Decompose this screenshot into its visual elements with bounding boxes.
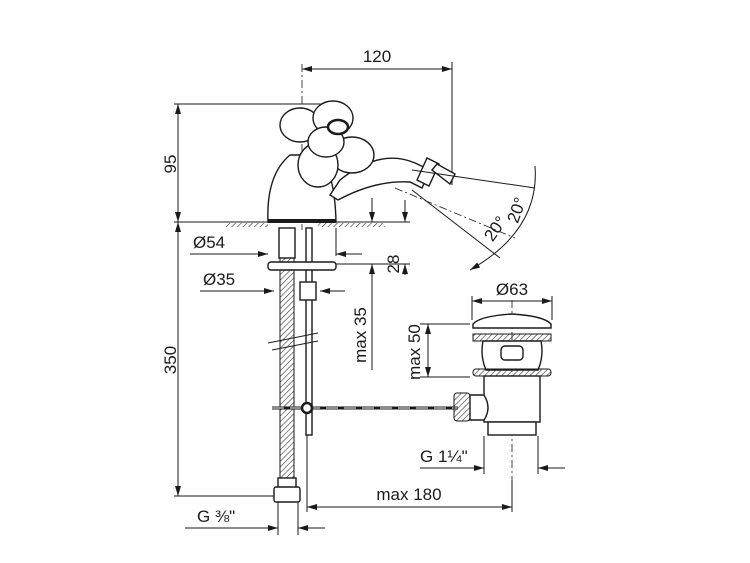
dim-o54: Ø54 xyxy=(190,228,362,257)
dim-95: 95 xyxy=(161,103,330,222)
pop-up-waste xyxy=(453,313,552,436)
dim-350: 350 xyxy=(161,222,280,497)
dim-max50-label: max 50 xyxy=(405,324,424,380)
break-line-2 xyxy=(271,340,319,351)
dim-o63: Ø63 xyxy=(471,280,553,320)
dim-o63-label: Ø63 xyxy=(496,280,528,299)
dim-max180: max 180 xyxy=(306,435,513,512)
dim-g114-label: G 1¼" xyxy=(420,447,468,466)
dim-o35: Ø35 xyxy=(200,270,345,294)
deck-hatch-left xyxy=(225,223,268,227)
deck-hatch-right xyxy=(318,223,385,227)
body-base xyxy=(268,219,336,223)
pipe-nut xyxy=(299,281,317,301)
dim-o54-label: Ø54 xyxy=(193,233,225,252)
fixing-plate xyxy=(267,261,337,271)
dim-120-label: 120 xyxy=(363,47,391,66)
spray-axis xyxy=(394,187,516,239)
dim-max50: max 50 xyxy=(405,323,470,380)
nozzle-tip xyxy=(430,163,456,186)
dim-max180-label: max 180 xyxy=(376,485,441,504)
hose-fitting-top xyxy=(278,227,296,259)
supply-pipe xyxy=(305,227,313,436)
rod-clamp xyxy=(300,401,314,415)
cross-handle xyxy=(279,100,375,188)
dim-g114: G 1¼" xyxy=(420,436,565,474)
dim-g38-label: G ⅜" xyxy=(197,507,235,526)
hose-nut xyxy=(273,486,301,503)
dim-max35: max 35 xyxy=(351,198,375,370)
dim-g38: G ⅜" xyxy=(185,502,325,535)
dim-350-label: 350 xyxy=(161,346,180,374)
dim-28-label: 28 xyxy=(384,255,403,274)
dim-95-label: 95 xyxy=(161,155,180,174)
dim-o35-label: Ø35 xyxy=(203,270,235,289)
dim-28: 28 xyxy=(336,200,410,275)
dim-120: 120 xyxy=(302,47,453,185)
break-line-1 xyxy=(267,332,319,344)
angle-20-top: 20° xyxy=(504,195,531,226)
dim-max35-label: max 35 xyxy=(351,307,370,363)
